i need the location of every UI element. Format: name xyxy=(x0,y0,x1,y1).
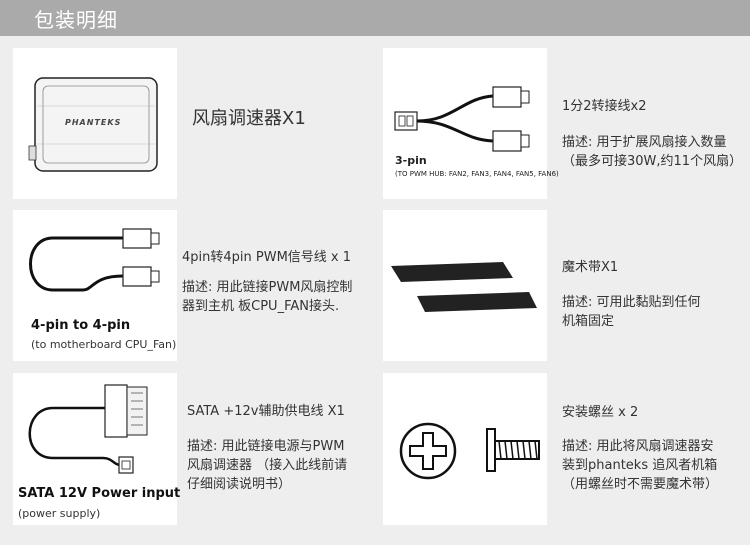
sata-desc-3: 仔细阅读说明书） xyxy=(187,477,292,492)
sata-label-title: SATA 12V Power input xyxy=(18,486,181,501)
pwm-label-title: 4-pin to 4-pin xyxy=(31,318,131,333)
splitter-label-sub: (TO PWM HUB: FAN2, FAN3, FAN4, FAN5, FAN… xyxy=(395,170,559,178)
velcro-strap-image xyxy=(391,262,537,312)
pwm-desc-2: 器到主机 板CPU_FAN接头. xyxy=(182,299,340,314)
splitter-label-title: 3-pin xyxy=(395,154,427,167)
velcro-name: 魔术带X1 xyxy=(562,260,619,275)
sata-cable-image xyxy=(28,384,148,474)
controller-name: 风扇调速器X1 xyxy=(192,108,306,129)
card-splitter: 3-pin (TO PWM HUB: FAN2, FAN3, FAN4, FAN… xyxy=(383,48,559,199)
fan-controller-image xyxy=(28,77,158,172)
card-pwm-cable: 4-pin to 4-pin (to motherboard CPU_Fan) xyxy=(13,210,177,361)
pwm-cable-image xyxy=(29,228,160,292)
section-header: 包装明细 xyxy=(0,0,750,36)
controller-logo: PHANTEKS xyxy=(65,118,122,127)
pwm-label-sub: (to motherboard CPU_Fan) xyxy=(31,338,177,351)
velcro-desc-2: 机箱固定 xyxy=(562,314,615,329)
screws-image xyxy=(399,422,540,480)
sata-label-sub: (power supply) xyxy=(18,507,101,520)
card-velcro xyxy=(383,210,547,361)
card-controller: PHANTEKS xyxy=(13,48,177,199)
sata-desc-1: 描述: 用此链接电源与PWM xyxy=(187,439,345,454)
splitter-desc-2: （最多可接30W,约11个风扇） xyxy=(562,154,743,169)
sata-desc-2: 风扇调速器 （接入此线前请 xyxy=(187,458,348,473)
splitter-name: 1分2转接线x2 xyxy=(562,99,647,114)
screws-desc-1: 描述: 用此将风扇调速器安 xyxy=(562,439,714,454)
card-sata-cable: SATA 12V Power input (power supply) xyxy=(13,373,181,525)
pwm-desc-1: 描述: 用此链接PWM风扇控制 xyxy=(182,280,353,295)
sata-name: SATA +12v辅助供电线 X1 xyxy=(187,404,345,419)
screws-name: 安装螺丝 x 2 xyxy=(562,405,639,420)
pwm-name: 4pin转4pin PWM信号线 x 1 xyxy=(182,250,352,265)
splitter-desc-1: 描述: 用于扩展风扇接入数量 xyxy=(562,135,727,150)
screws-desc-2: 装到phanteks 追风者机箱 xyxy=(562,458,718,473)
velcro-desc-1: 描述: 可用此黏贴到任何 xyxy=(562,295,701,310)
screws-desc-3: （用螺丝时不需要魔术带） xyxy=(562,477,719,492)
splitter-cable-image xyxy=(394,86,530,152)
section-title: 包装明细 xyxy=(34,8,118,32)
card-screws xyxy=(383,373,547,525)
